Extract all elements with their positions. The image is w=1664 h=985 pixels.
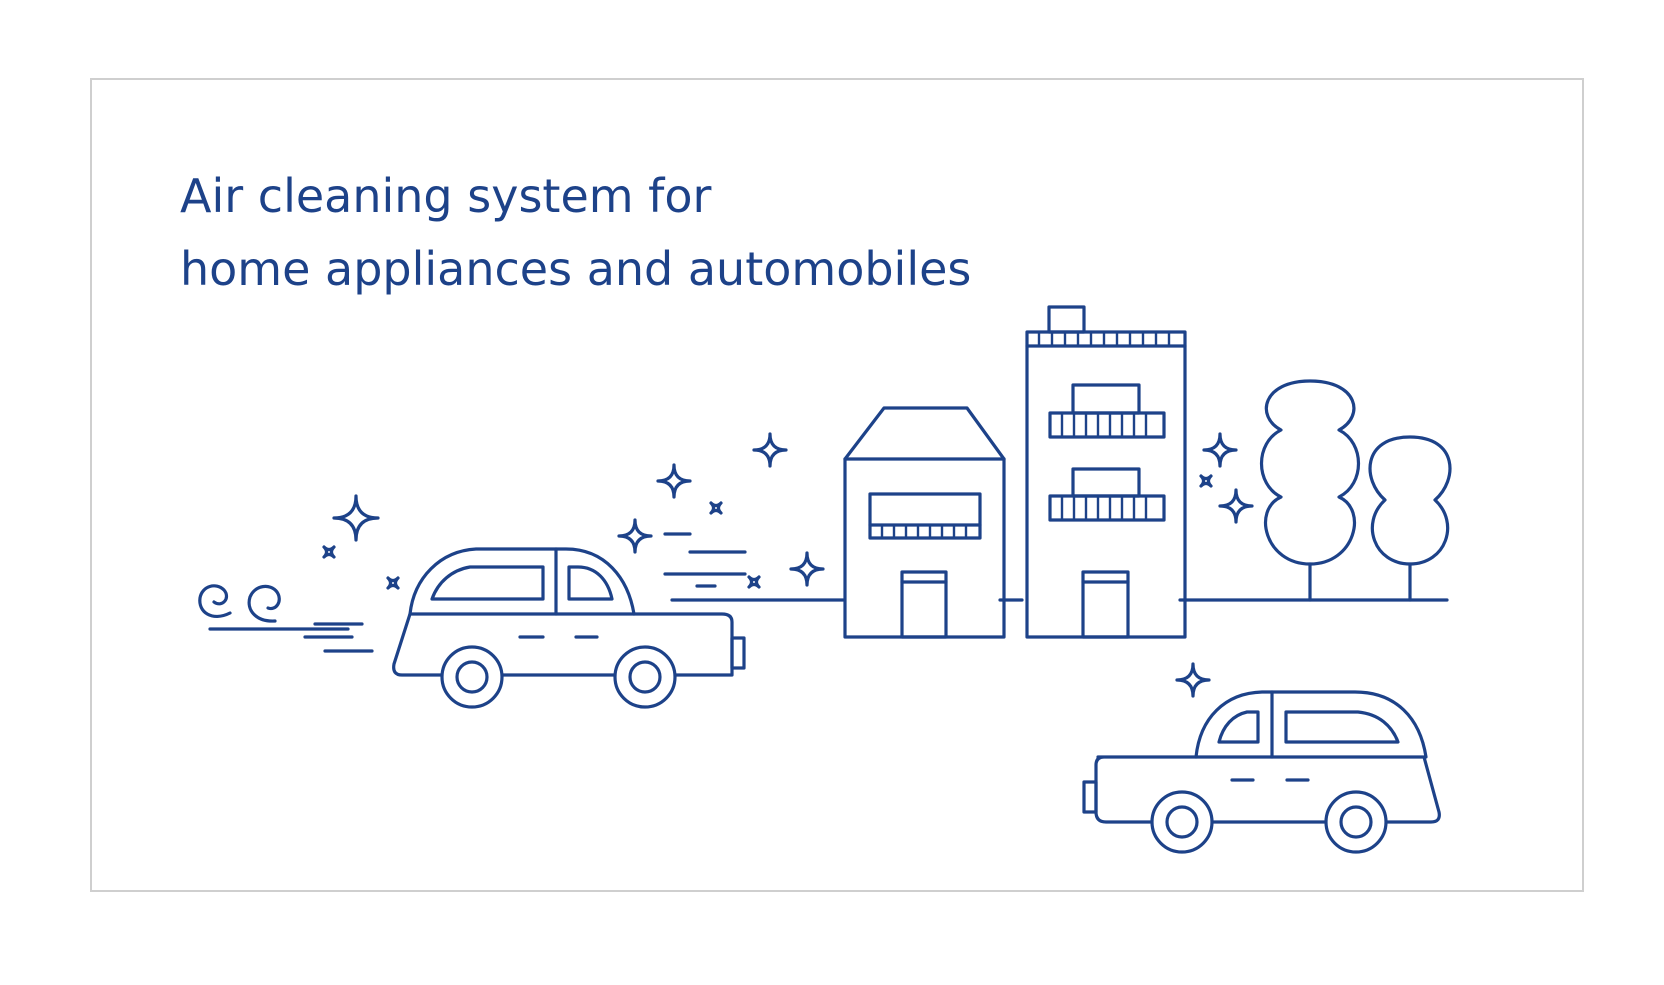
headline: Air cleaning system for home appliances … — [180, 160, 971, 306]
speed-lines — [663, 532, 747, 588]
headline-line-1: Air cleaning system for — [180, 169, 712, 223]
car-icon — [392, 547, 746, 709]
tree-icon-small — [1368, 435, 1452, 602]
tree-icon — [1259, 379, 1361, 602]
wind-swirl-icon — [198, 584, 374, 653]
apartment-building-icon — [1025, 305, 1187, 639]
house-icon — [843, 406, 1006, 639]
headline-line-2: home appliances and automobiles — [180, 242, 972, 296]
car-icon-right — [1082, 690, 1441, 854]
